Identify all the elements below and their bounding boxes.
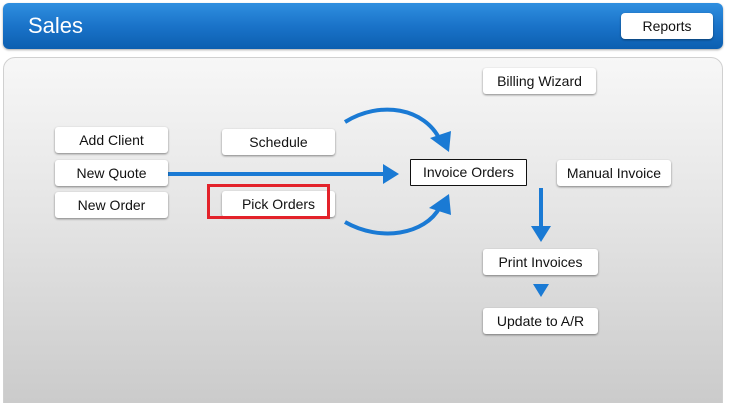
new-order-button[interactable]: New Order [55, 192, 168, 218]
flow-panel [3, 57, 723, 403]
new-quote-button[interactable]: New Quote [55, 160, 168, 186]
page-title: Sales [28, 13, 84, 38]
update-ar-button[interactable]: Update to A/R [483, 308, 598, 334]
sales-header: Sales Reports [3, 3, 723, 49]
add-client-button[interactable]: Add Client [55, 127, 168, 153]
invoice-orders-button[interactable]: Invoice Orders [410, 159, 527, 186]
pick-orders-button[interactable]: Pick Orders [222, 191, 335, 217]
manual-invoice-button[interactable]: Manual Invoice [557, 160, 671, 186]
billing-wizard-button[interactable]: Billing Wizard [483, 68, 596, 94]
reports-button[interactable]: Reports [621, 13, 713, 39]
print-invoices-button[interactable]: Print Invoices [483, 249, 598, 275]
schedule-button[interactable]: Schedule [222, 129, 335, 155]
